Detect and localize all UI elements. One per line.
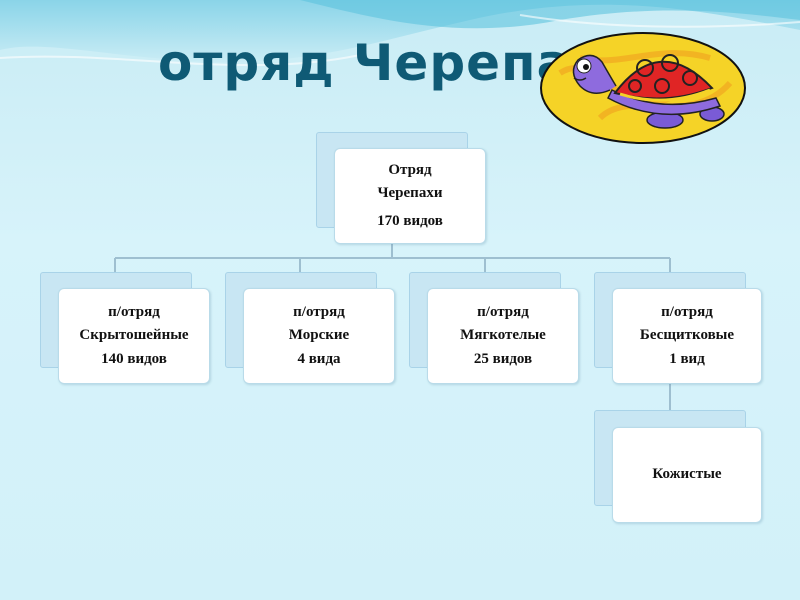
- root-node: Отряд Черепахи 170 видов: [334, 148, 486, 244]
- root-line3: 170 видов: [377, 212, 443, 229]
- suborder-1-line2: Скрытошейные: [79, 327, 189, 344]
- suborder-node-4: п/отряд Бесщитковые 1 вид: [612, 288, 762, 384]
- suborder-4-line1: п/отряд: [661, 304, 713, 321]
- suborder-3-line1: п/отряд: [477, 304, 529, 321]
- suborder-4-line2: Бесщитковые: [639, 327, 735, 344]
- root-line2: Черепахи: [377, 185, 443, 202]
- suborder-4-line3: 1 вид: [669, 350, 705, 367]
- child-label: Кожистые: [652, 466, 722, 483]
- suborder-3-line3: 25 видов: [473, 350, 533, 367]
- suborder-2-line3: 4 вида: [297, 350, 341, 367]
- suborder-2-line2: Морские: [288, 327, 350, 344]
- suborder-2-line1: п/отряд: [293, 304, 345, 321]
- suborder-1-line3: 140 видов: [101, 350, 167, 367]
- suborder-node-3: п/отряд Мягкотелые 25 видов: [427, 288, 579, 384]
- suborder-node-1: п/отряд Скрытошейные 140 видов: [58, 288, 210, 384]
- child-node: Кожистые: [612, 427, 762, 523]
- root-line1: Отряд: [388, 162, 432, 179]
- turtle-icon: [540, 32, 746, 144]
- suborder-1-line1: п/отряд: [108, 304, 160, 321]
- suborder-node-2: п/отряд Морские 4 вида: [243, 288, 395, 384]
- suborder-3-line2: Мягкотелые: [460, 327, 546, 344]
